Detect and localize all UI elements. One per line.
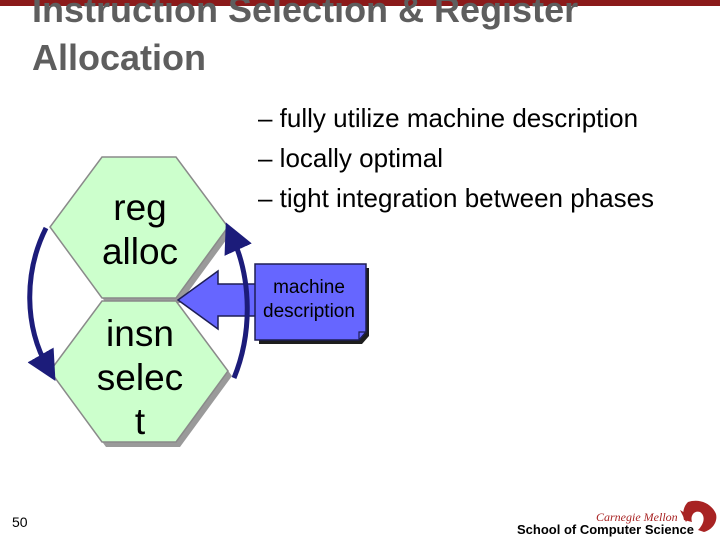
reg-alloc-line2: alloc	[101, 231, 179, 272]
reg-alloc-label: reg alloc	[80, 186, 200, 274]
reg-alloc-hexagon	[49, 156, 229, 299]
insn-select-line3: t	[134, 401, 146, 442]
footer-school-name: School of Computer Science	[517, 522, 694, 537]
insn-select-line1: insn	[106, 313, 174, 354]
machine-description-box	[254, 263, 367, 341]
machine-description-line2: description	[263, 301, 355, 322]
slide-title: Instruction Selection & Register Allocat…	[32, 0, 712, 82]
bullet-item: – fully utilize machine description	[258, 103, 639, 133]
bullet-list: – fully utilize machine description – lo…	[258, 98, 718, 218]
page-number: 50	[12, 514, 28, 530]
slide-title-line2: Allocation	[32, 37, 207, 78]
top-accent-bar	[0, 0, 720, 6]
left-cycle-arrow	[27, 226, 56, 382]
reg-alloc-line1: reg	[113, 187, 167, 228]
insn-select-line2: selec	[96, 357, 184, 398]
carnegie-mellon-griffin-icon	[680, 500, 717, 532]
machine-description-label: machine description	[256, 276, 362, 324]
carnegie-mellon-wordmark: Carnegie Mellon	[596, 510, 678, 524]
machine-description-line1: machine	[273, 277, 345, 298]
slide-title-line1: Instruction Selection & Register	[32, 0, 579, 30]
right-cycle-arrow	[224, 222, 252, 379]
bullet-item: – tight integration between phases	[258, 183, 655, 213]
insn-select-label: insn selec t	[80, 312, 200, 444]
bullet-item: – locally optimal	[258, 143, 443, 173]
